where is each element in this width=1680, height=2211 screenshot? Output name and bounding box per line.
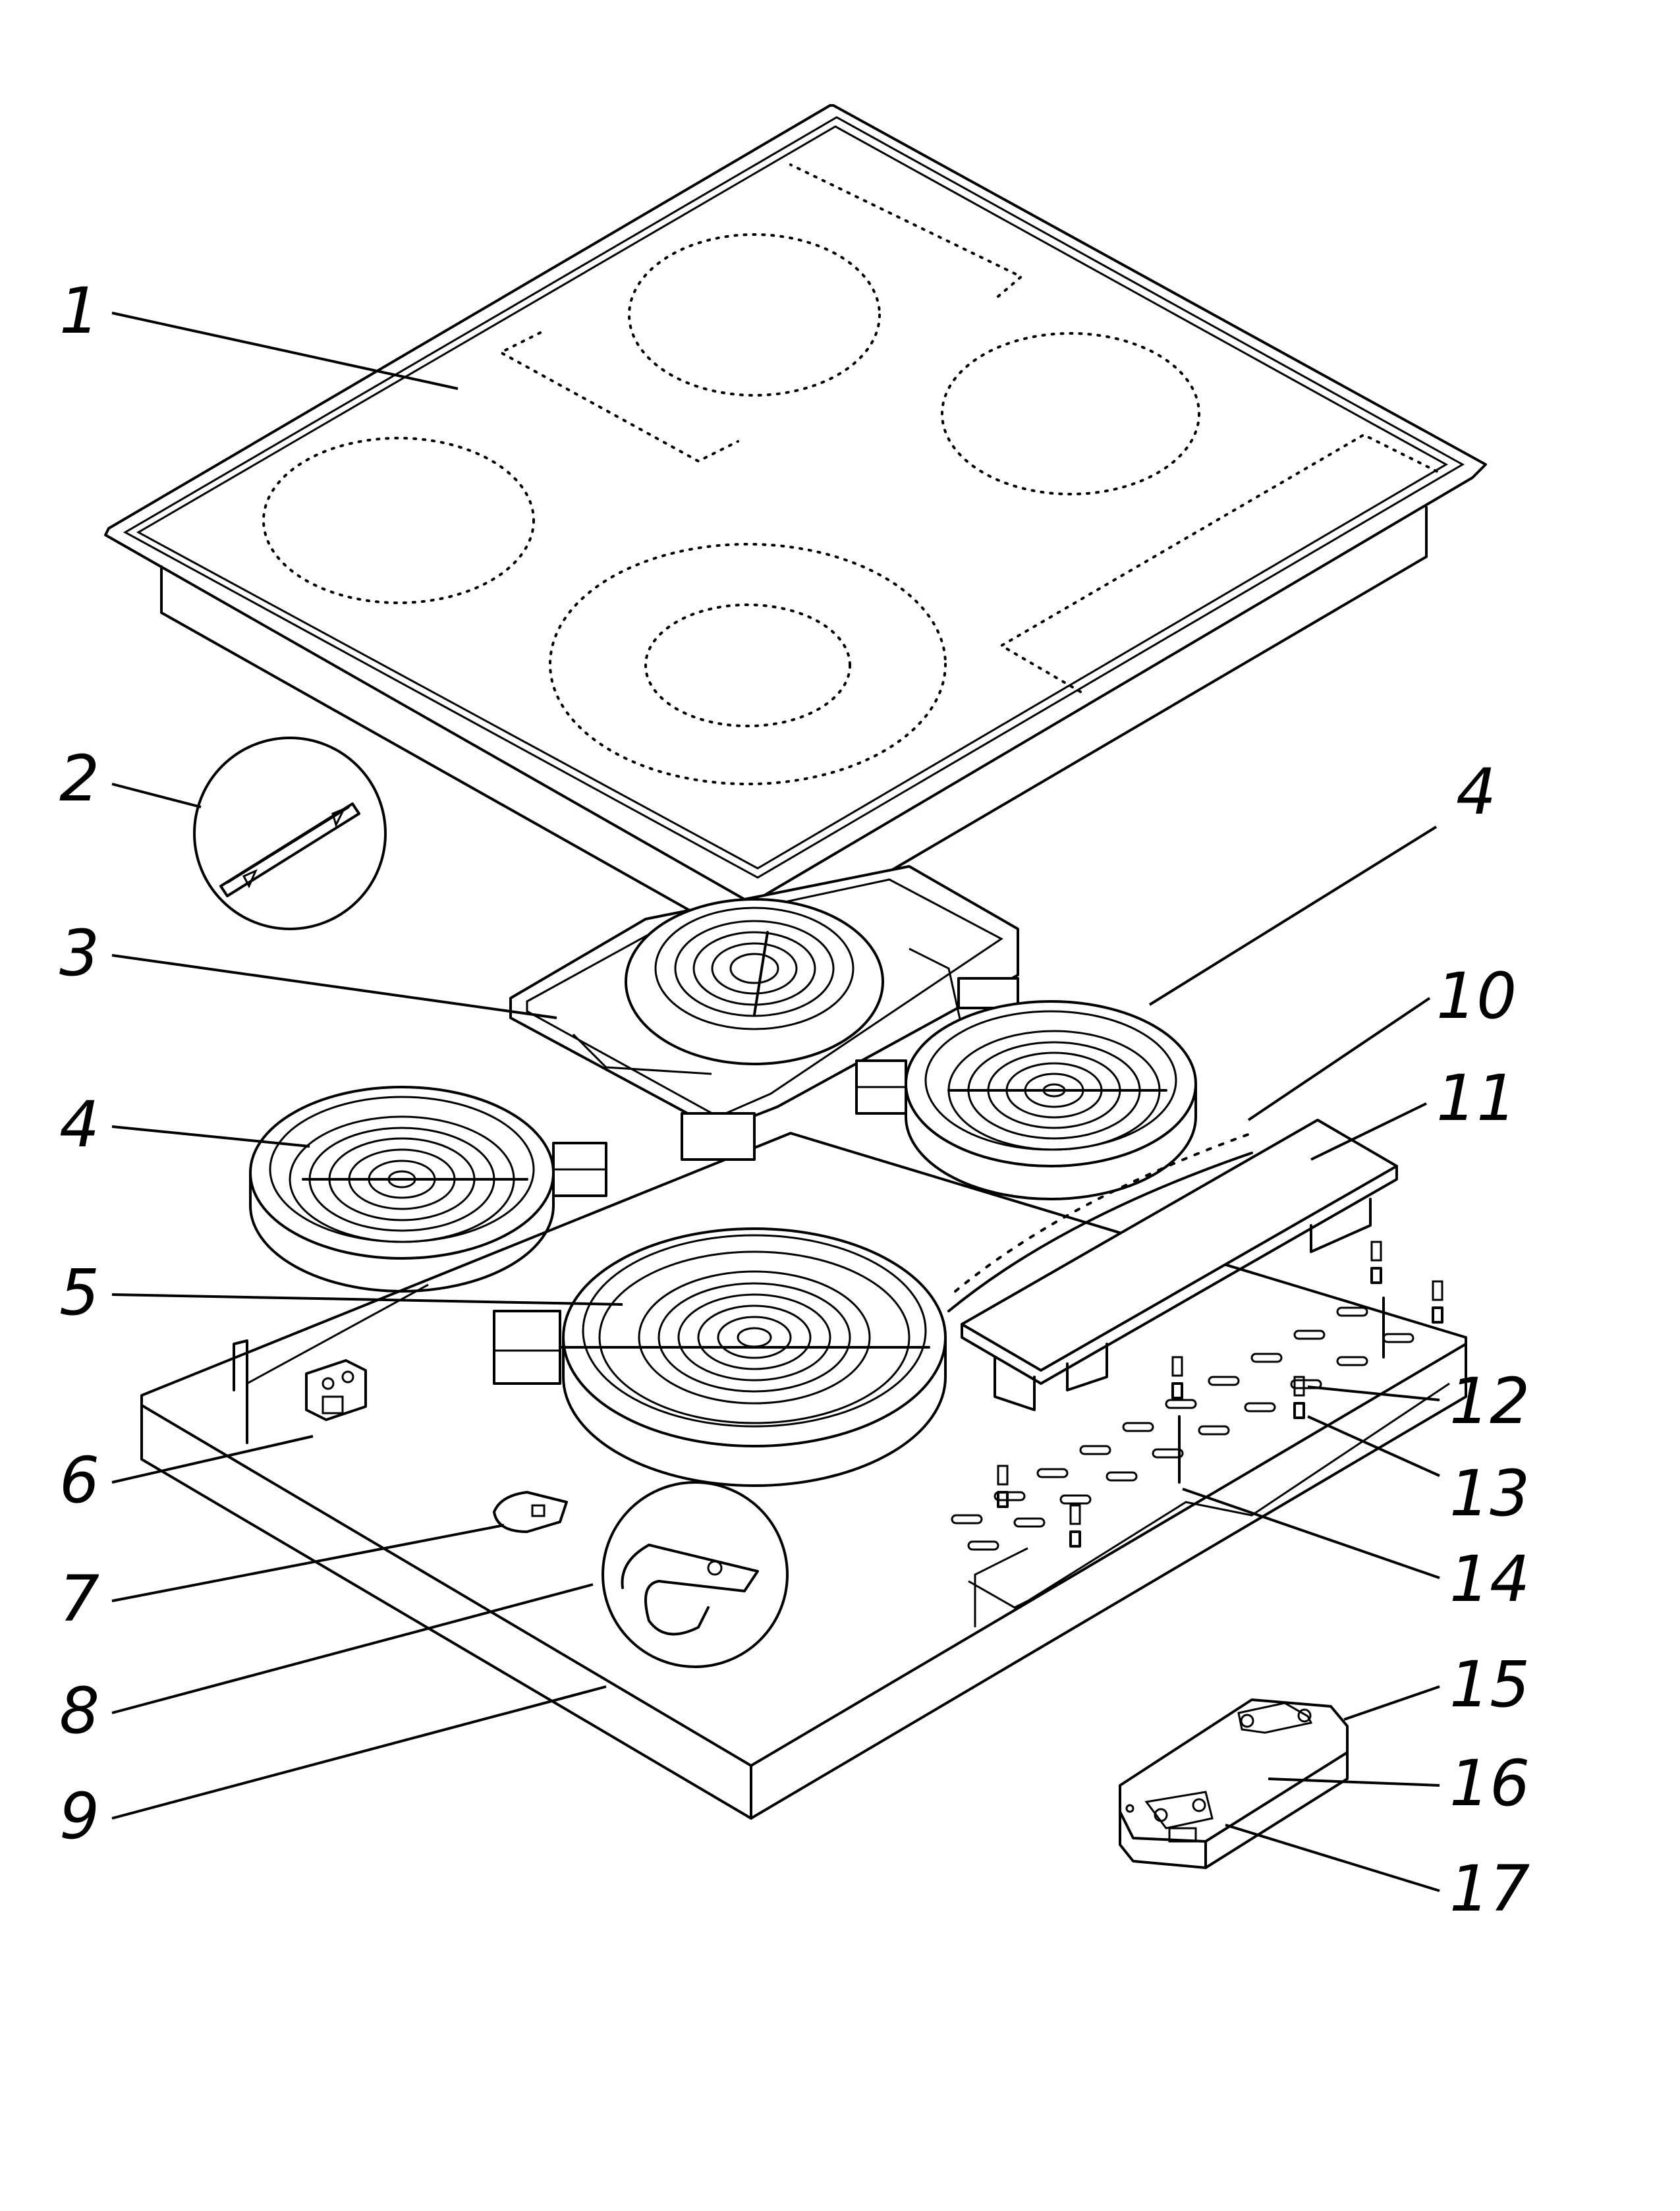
clip-detail [602, 1481, 789, 1668]
callout-15: 15 [1449, 1648, 1530, 1721]
callout-16: 16 [1449, 1747, 1530, 1820]
cable-clamp [493, 1491, 568, 1533]
callout-14: 14 [1449, 1542, 1530, 1616]
halogen-heater-frame [509, 865, 1019, 1161]
radiant-heater-left [249, 1086, 607, 1293]
callout-5: 5 [59, 1256, 99, 1329]
radiant-heater-right [855, 1000, 1197, 1200]
callout-2: 2 [59, 742, 99, 816]
callout-17: 17 [1449, 1852, 1530, 1926]
leader-lines [111, 312, 1440, 1892]
callout-12: 12 [1449, 1364, 1530, 1438]
callout-7: 7 [59, 1562, 99, 1636]
callout-4-right: 4 [1456, 755, 1496, 829]
callout-13: 13 [1449, 1457, 1530, 1530]
callout-1: 1 [59, 274, 99, 348]
terminal-block [305, 1359, 367, 1421]
control-strip-detail [193, 737, 387, 930]
spacers [997, 1241, 1443, 1548]
callout-6: 6 [59, 1443, 99, 1517]
callout-8: 8 [59, 1674, 99, 1748]
callout-4-left: 4 [59, 1088, 99, 1161]
glass-cooktop [104, 104, 1487, 950]
connection-box [1119, 1698, 1349, 1869]
control-pcb-assembly [947, 1119, 1398, 1411]
dual-radiant-heater [493, 1227, 947, 1487]
callout-3: 3 [59, 916, 99, 990]
callout-labels: 1 2 3 4 4 5 6 7 8 9 10 11 12 13 14 15 16… [59, 274, 1530, 1926]
callout-11: 11 [1436, 1061, 1517, 1135]
callout-9: 9 [59, 1779, 99, 1853]
callout-10: 10 [1436, 959, 1517, 1033]
mounting-bracket [951, 1241, 1450, 1609]
